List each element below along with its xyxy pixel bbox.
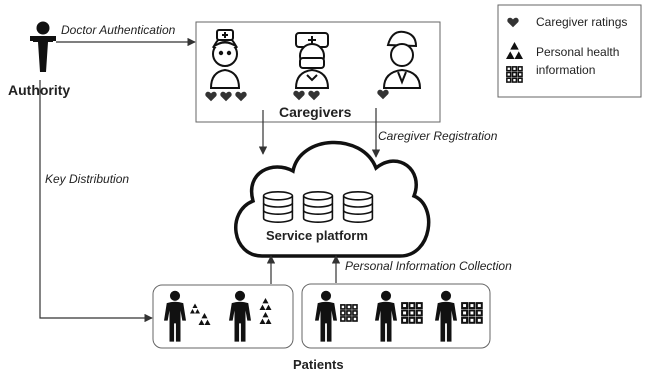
legend-label-information: information: [536, 63, 596, 77]
legend-label-health: Personal health: [536, 45, 620, 59]
key-distribution-arrow: [39, 80, 153, 323]
authority-icon: [30, 21, 56, 72]
doctor-icon: [294, 32, 330, 89]
personal-information-collection-label: Personal Information Collection: [345, 259, 512, 273]
doctor-authentication-label: Doctor Authentication: [61, 23, 176, 37]
caregiver-registration-label: Caregiver Registration: [378, 129, 498, 143]
database-icon: [302, 190, 334, 224]
database-icon: [262, 190, 294, 224]
patients-box-left: [152, 284, 294, 349]
caregivers-label: Caregivers: [279, 104, 352, 120]
database-icon: [342, 190, 374, 224]
authority-label: Authority: [8, 82, 71, 98]
service-platform-label: Service platform: [266, 228, 368, 243]
nurse-icon: [209, 29, 241, 89]
caregiver-male-icon: [382, 30, 422, 89]
key-distribution-label: Key Distribution: [45, 172, 130, 186]
patients-label: Patients: [293, 357, 344, 372]
legend-label-ratings: Caregiver ratings: [536, 15, 628, 29]
